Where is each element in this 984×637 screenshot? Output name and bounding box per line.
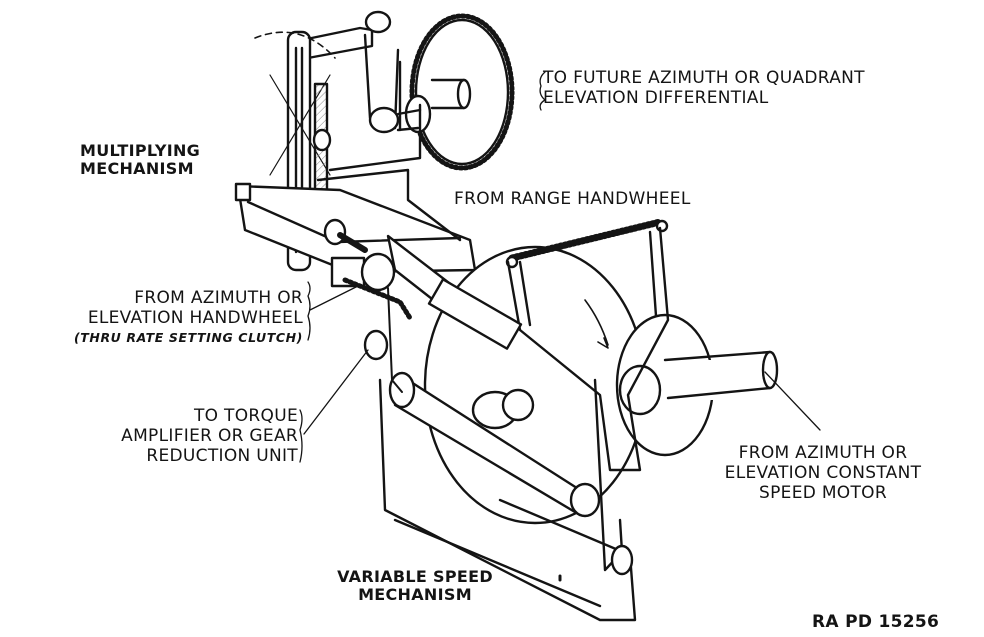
label-future-line1: TO FUTURE AZIMUTH OR QUADRANT [543,68,865,88]
label-torque-line2: AMPLIFIER OR GEAR [121,426,298,446]
label-az-line2: ELEVATION HANDWHEEL [87,308,303,328]
plate-id: RA PD 15256 [812,612,940,632]
output-gear [398,13,515,171]
label-multiplying-line1: MULTIPLYING [80,141,201,160]
label-motor-line3: SPEED MOTOR [759,483,887,503]
carriage-frame [378,226,670,622]
label-future-line2: ELEVATION DIFFERENTIAL [543,88,769,108]
label-multiplying-mechanism: MULTIPLYING MECHANISM [80,142,200,178]
label-variable-line2: MECHANISM [358,585,472,604]
multiplier-crank [300,10,422,134]
chain-drive [342,277,413,393]
label-torque-line1: TO TORQUE [193,406,298,426]
label-range-handwheel: FROM RANGE HANDWHEEL [454,189,691,209]
label-motor-line1: FROM AZIMUTH OR [738,443,908,463]
label-variable-speed-mechanism: VARIABLE SPEED MECHANISM [320,568,510,604]
label-torque-line3: REDUCTION UNIT [146,446,298,466]
label-torque-amplifier: TO TORQUE AMPLIFIER OR GEAR REDUCTION UN… [0,406,298,466]
label-constant-speed-motor: FROM AZIMUTH OR ELEVATION CONSTANT SPEED… [688,443,958,503]
label-az-line3: (THRU RATE SETTING CLUTCH) [73,330,303,345]
leader-lines [299,71,821,582]
label-multiplying-line2: MECHANISM [80,159,194,178]
label-future-differential: TO FUTURE AZIMUTH OR QUADRANT ELEVATION … [543,68,865,108]
label-variable-line1: VARIABLE SPEED [337,567,493,586]
label-az-line1: FROM AZIMUTH OR [134,288,303,308]
roller-assembly [388,278,601,518]
label-motor-line2: ELEVATION CONSTANT [724,463,922,483]
label-azimuth-handwheel: FROM AZIMUTH OR ELEVATION HANDWHEEL (THR… [0,288,303,348]
